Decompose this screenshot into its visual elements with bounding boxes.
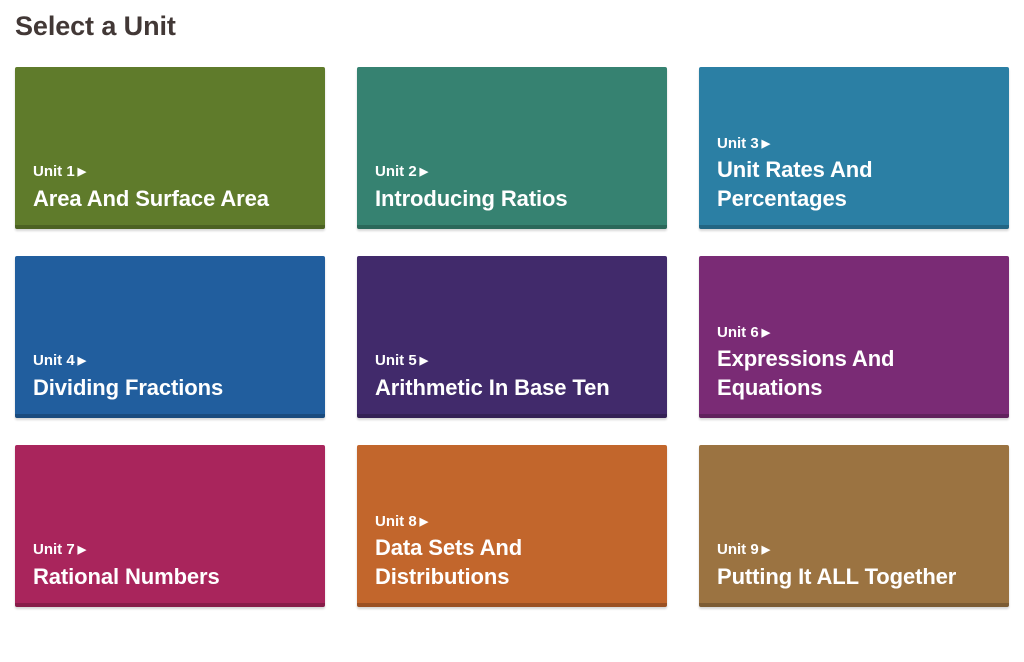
unit-card-title: Introducing Ratios — [375, 185, 568, 211]
unit-card-9[interactable]: Unit 9▶ Putting It ALL Together — [699, 444, 1009, 607]
unit-label-text: Unit 4 — [33, 352, 75, 370]
play-triangle-icon: ▶ — [419, 516, 429, 529]
unit-card-title: Dividing Fractions — [33, 374, 224, 400]
unit-card-label: Unit 4▶ — [33, 352, 307, 369]
play-triangle-icon: ▶ — [761, 544, 771, 557]
unit-card-label: Unit 1▶ — [33, 163, 307, 180]
unit-label-text: Unit 2 — [375, 163, 417, 181]
unit-card-1[interactable]: Unit 1▶ Area And Surface Area — [15, 66, 325, 229]
unit-card-7[interactable]: Unit 7▶ Rational Numbers — [15, 444, 325, 607]
page-title: Select a Unit — [15, 11, 176, 41]
unit-card-title: Arithmetic In Base Ten — [375, 374, 610, 400]
unit-card-3[interactable]: Unit 3▶ Unit Rates And Percentages — [699, 66, 1009, 229]
unit-label-text: Unit 3 — [717, 135, 759, 153]
unit-card-title: Unit Rates And Percentages — [717, 157, 873, 211]
unit-card-8[interactable]: Unit 8▶ Data Sets And Distributions — [357, 444, 667, 607]
unit-card-label: Unit 5▶ — [375, 352, 649, 369]
unit-card-grid: Unit 1▶ Area And Surface Area Unit 2▶ In… — [15, 66, 1009, 607]
unit-label-text: Unit 7 — [33, 541, 75, 559]
unit-label-text: Unit 9 — [717, 541, 759, 559]
unit-card-label: Unit 7▶ — [33, 541, 307, 558]
unit-card-title: Data Sets And Distributions — [375, 535, 523, 589]
play-triangle-icon: ▶ — [77, 355, 87, 368]
unit-card-label: Unit 3▶ — [717, 135, 991, 152]
play-triangle-icon: ▶ — [419, 166, 429, 179]
unit-card-label: Unit 6▶ — [717, 324, 991, 341]
unit-label-text: Unit 1 — [33, 163, 75, 181]
unit-card-title: Rational Numbers — [33, 563, 220, 589]
unit-card-title: Area And Surface Area — [33, 185, 269, 211]
unit-card-title: Putting It ALL Together — [717, 563, 957, 589]
unit-label-text: Unit 6 — [717, 324, 759, 342]
play-triangle-icon: ▶ — [77, 544, 87, 557]
play-triangle-icon: ▶ — [761, 138, 771, 151]
unit-label-text: Unit 5 — [375, 352, 417, 370]
play-triangle-icon: ▶ — [761, 327, 771, 340]
play-triangle-icon: ▶ — [419, 355, 429, 368]
unit-label-text: Unit 8 — [375, 513, 417, 531]
play-triangle-icon: ▶ — [77, 166, 87, 179]
unit-card-label: Unit 2▶ — [375, 163, 649, 180]
unit-card-5[interactable]: Unit 5▶ Arithmetic In Base Ten — [357, 255, 667, 418]
unit-card-title: Expressions And Equations — [717, 346, 895, 400]
unit-card-label: Unit 9▶ — [717, 541, 991, 558]
unit-card-6[interactable]: Unit 6▶ Expressions And Equations — [699, 255, 1009, 418]
unit-card-2[interactable]: Unit 2▶ Introducing Ratios — [357, 66, 667, 229]
unit-card-4[interactable]: Unit 4▶ Dividing Fractions — [15, 255, 325, 418]
unit-card-label: Unit 8▶ — [375, 513, 649, 530]
